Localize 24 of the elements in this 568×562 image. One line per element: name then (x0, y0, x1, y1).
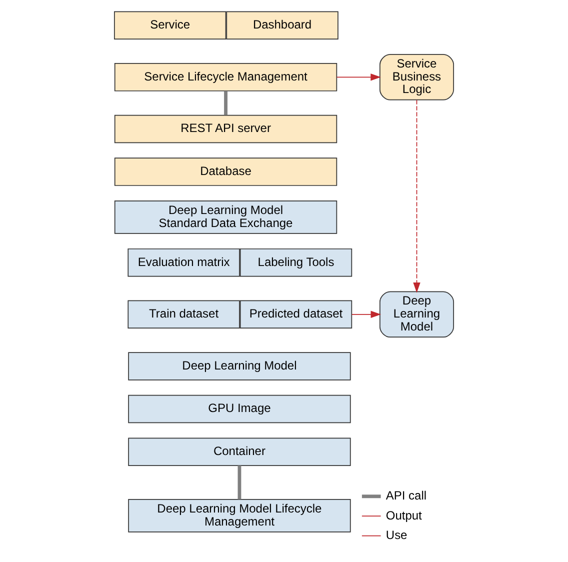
node-box: Service Lifecycle Management (114, 63, 338, 92)
node-box: Evaluation matrix (128, 248, 240, 277)
node-box: Deep Learning Model (128, 352, 351, 380)
arrow (413, 100, 420, 293)
node-box: REST API server (114, 114, 338, 144)
connector (238, 466, 242, 500)
node-box: Deep Learning Model Standard Data Exchange (114, 200, 338, 234)
connector (224, 90, 228, 116)
node-box: Container (128, 438, 351, 466)
node-box: Deep Learning Model (380, 291, 454, 338)
node-box: Dashboard (226, 11, 338, 40)
legend-label: Use (386, 528, 408, 542)
node-box: Service (114, 11, 226, 40)
legend-label: Output (386, 508, 422, 522)
node-box: Deep Learning Model Lifecycle Management (128, 498, 351, 532)
node-box: Labeling Tools (240, 248, 352, 277)
legend-label: API call (386, 488, 427, 503)
node-box: Train dataset (128, 300, 240, 329)
node-box: GPU Image (128, 394, 351, 424)
node-box: Predicted dataset (240, 300, 352, 329)
arrow (351, 310, 382, 318)
node-box: Database (114, 158, 338, 186)
arrow (336, 74, 381, 81)
node-box: Service Business Logic (380, 54, 454, 100)
